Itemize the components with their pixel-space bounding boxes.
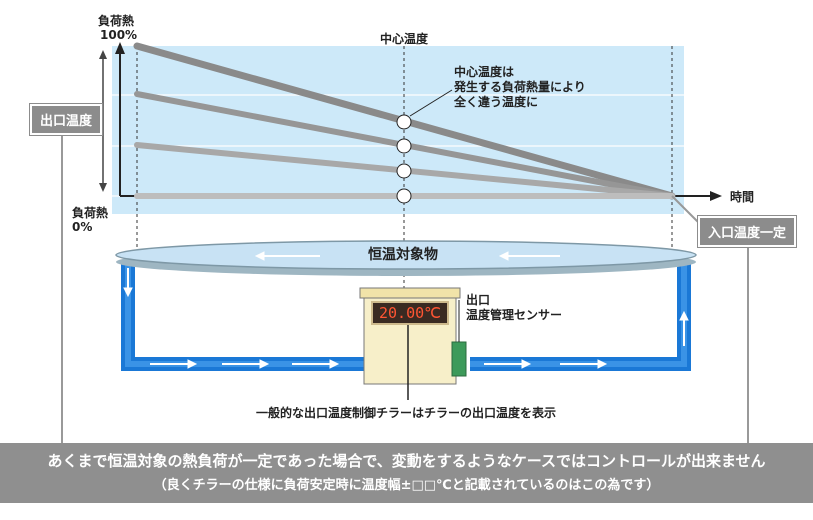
center-point	[396, 163, 412, 179]
load-arrow-down-icon	[99, 183, 107, 192]
chiller-caption: 一般的な出口温度制御チラーはチラーの出口温度を表示	[256, 406, 557, 420]
center-point	[396, 114, 412, 130]
y-top-label: 負荷熱	[98, 14, 135, 28]
y-axis-arrow-icon	[115, 42, 125, 54]
object-disc	[115, 240, 697, 270]
outlet-temp-tag: 出口温度	[30, 104, 103, 135]
inlet-temp-tag: 入口温度一定	[698, 216, 797, 247]
note-line-3: 全く違う温度に	[454, 95, 539, 109]
bottom-note-sub: （良くチラーの仕様に負荷安定時に温度幅±□□℃と記載されているのはこの為です）	[153, 478, 660, 493]
note-line-1: 中心温度は	[454, 65, 515, 79]
sensor-label-1: 出口	[466, 293, 491, 307]
object-flow-arrows	[254, 251, 560, 261]
chiller-display: 20.00℃	[371, 301, 449, 325]
time-label: 時間	[730, 190, 755, 204]
note-leader	[409, 89, 453, 117]
sensor-box	[451, 341, 467, 377]
object-label: 恒温対象物	[368, 247, 438, 263]
y-bottom-value: 0%	[72, 220, 93, 234]
x-axis-arrow-icon	[710, 191, 722, 201]
load-arrow-up-icon	[99, 50, 107, 59]
bottom-note-bar: あくまで恒温対象の熱負荷が一定であった場合で、変動をするようなケースではコントロ…	[0, 443, 813, 503]
center-point	[396, 188, 412, 204]
note-line-2: 発生する負荷熱量により	[454, 80, 586, 94]
bottom-note-main: あくまで恒温対象の熱負荷が一定であった場合で、変動をするようなケースではコントロ…	[47, 452, 766, 470]
y-bottom-label: 負荷熱	[72, 206, 109, 220]
inlet-leader-diag	[671, 195, 701, 225]
y-top-value: 100%	[100, 28, 138, 42]
center-temp-label: 中心温度	[380, 32, 429, 46]
center-point	[396, 138, 412, 154]
sensor-label-2: 温度管理センサー	[466, 308, 563, 322]
chiller-top	[359, 287, 461, 299]
flow-arrows	[123, 268, 689, 369]
